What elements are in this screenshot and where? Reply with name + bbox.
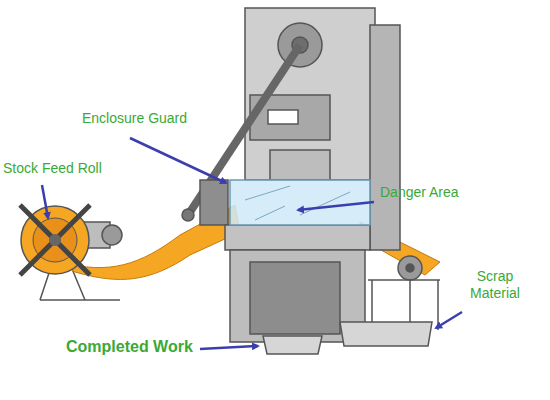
stand-leg — [437, 280, 439, 330]
stock-feed-roll — [20, 205, 90, 275]
motor-plate — [268, 110, 298, 124]
ram-block — [270, 150, 330, 180]
guard-glare — [245, 186, 350, 220]
enclosure-guard — [230, 180, 370, 225]
take-up-roller — [398, 256, 422, 280]
press-frame — [182, 8, 400, 342]
roller-axle — [406, 264, 414, 272]
callout-label: Completed Work — [66, 338, 216, 355]
stand-top — [368, 279, 440, 281]
callout-label: Stock Feed Roll — [3, 160, 133, 177]
callout-label: Danger Area — [380, 184, 500, 201]
stand-base — [40, 299, 120, 301]
feed-hub — [102, 225, 122, 245]
completed-work-tray — [263, 336, 322, 354]
press-side-column — [370, 25, 400, 250]
leader-arrow — [436, 312, 462, 328]
leader-arrow — [130, 138, 226, 183]
scrap-tray — [340, 322, 432, 346]
roll-axle — [49, 234, 61, 246]
leader-arrows — [42, 138, 462, 349]
feed-gripper — [200, 180, 228, 225]
leader-arrow — [42, 185, 48, 218]
leader-arrow — [298, 202, 374, 210]
arm-joint — [182, 209, 194, 221]
press-bed — [225, 225, 370, 250]
roll-spoke — [20, 205, 90, 275]
callout-label: Scrap Material — [455, 268, 535, 302]
scrap-stand — [368, 256, 440, 330]
callout-label: Enclosure Guard — [82, 110, 222, 127]
roll-spoke — [20, 205, 90, 275]
roll-disc — [21, 206, 89, 274]
base-opening — [250, 262, 340, 334]
leader-arrow — [200, 346, 258, 349]
